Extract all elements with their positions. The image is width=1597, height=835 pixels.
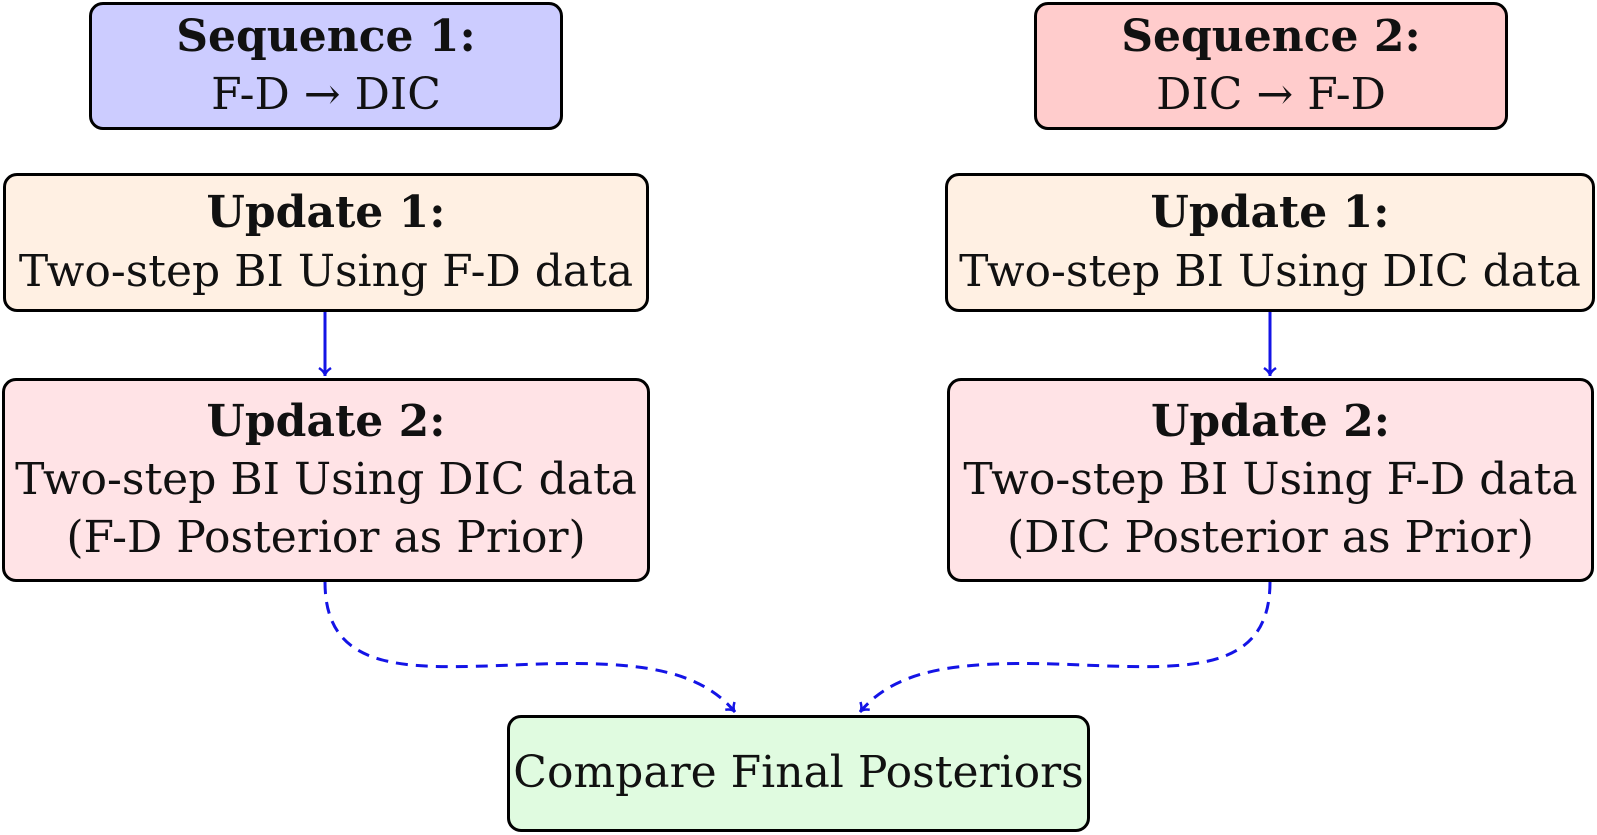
sequence1-update2-note: (F-D Posterior as Prior) — [66, 512, 586, 564]
sequence2-update2-note: (DIC Posterior as Prior) — [1007, 512, 1534, 564]
arrow-seq1-update2-to-final — [323, 581, 737, 713]
sequence2-update1-box: Update 1: Two-step BI Using DIC data — [945, 173, 1595, 312]
sequence1-update2-box: Update 2: Two-step BI Using DIC data (F-… — [2, 378, 650, 582]
sequence2-subtitle: DIC → F-D — [1156, 69, 1386, 120]
sequence1-title: Sequence 1: — [176, 10, 476, 62]
sequence2-title: Sequence 2: — [1121, 10, 1421, 62]
arrow-seq2-update2-to-final — [858, 581, 1272, 713]
sequence1-header: Sequence 1: F-D → DIC — [89, 2, 563, 130]
sequence1-update1-title: Update 1: — [206, 187, 446, 239]
sequence2-update1-title: Update 1: — [1150, 187, 1390, 239]
final-compare-label: Compare Final Posteriors — [513, 747, 1084, 799]
sequence2-update1-text: Two-step BI Using DIC data — [959, 245, 1581, 297]
sequence2-header: Sequence 2: DIC → F-D — [1034, 2, 1508, 130]
sequence2-update2-text: Two-step BI Using F-D data — [963, 453, 1578, 505]
sequence1-update1-box: Update 1: Two-step BI Using F-D data — [3, 173, 649, 312]
sequence1-update2-text: Two-step BI Using DIC data — [15, 453, 637, 505]
final-compare-box: Compare Final Posteriors — [507, 715, 1090, 832]
sequence1-subtitle: F-D → DIC — [211, 69, 441, 120]
sequence2-update2-title: Update 2: — [1151, 395, 1390, 447]
sequence1-update2-title: Update 2: — [206, 395, 446, 447]
sequence1-update1-text: Two-step BI Using F-D data — [18, 245, 634, 297]
sequence2-update2-box: Update 2: Two-step BI Using F-D data (DI… — [947, 378, 1594, 582]
